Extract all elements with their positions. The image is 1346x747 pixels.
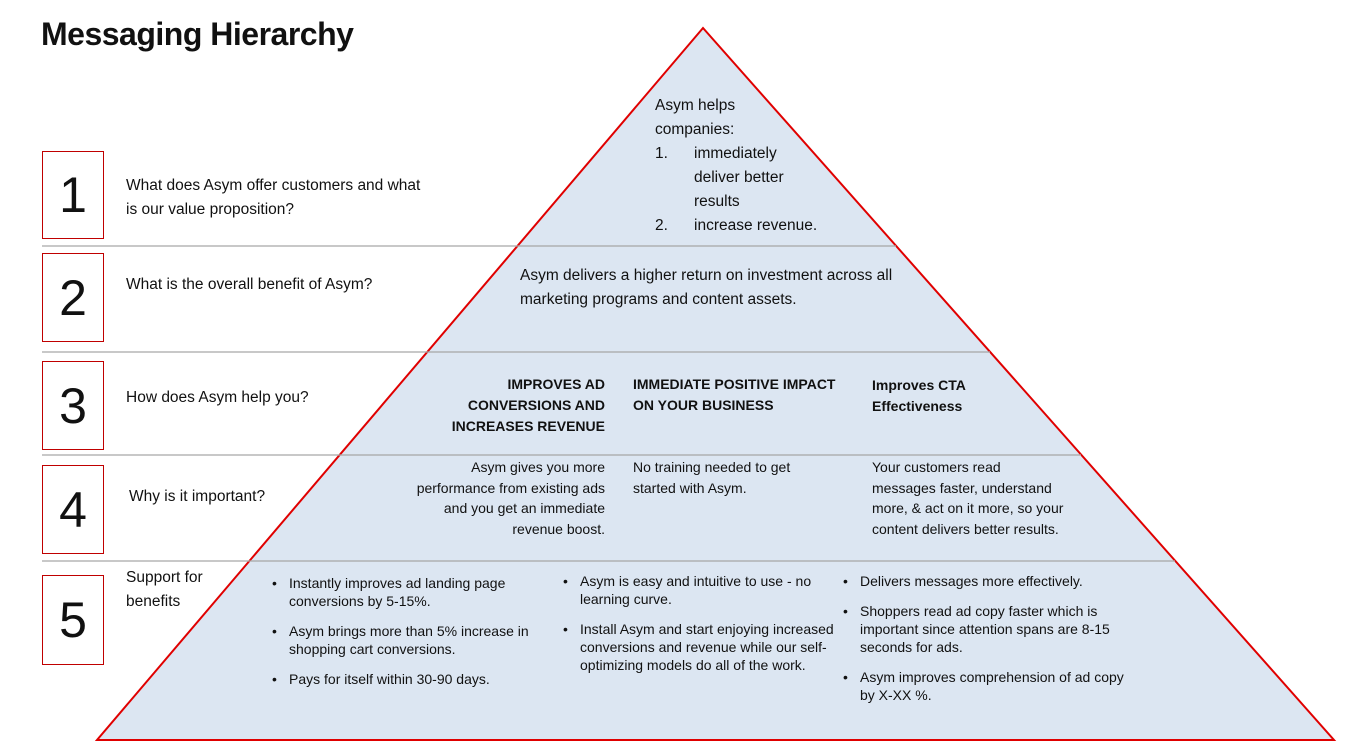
tier1-item: 1.immediately deliver better results bbox=[655, 145, 784, 210]
support-item: Shoppers read ad copy faster which is im… bbox=[843, 602, 1140, 656]
support-list-2: Asym is easy and intuitive to use - no l… bbox=[562, 572, 840, 686]
support-list-1: Instantly improves ad landing page conve… bbox=[271, 574, 561, 700]
column-heading-3: Improves CTA Effectiveness bbox=[872, 377, 966, 414]
level-question-5: Support for benefits bbox=[126, 569, 203, 610]
level-number-5: 5 bbox=[42, 575, 104, 665]
support-item: Asym brings more than 5% increase in sho… bbox=[272, 622, 561, 658]
support-item: Pays for itself within 30-90 days. bbox=[272, 670, 561, 688]
support-item: Delivers messages more effectively. bbox=[843, 572, 1140, 590]
level-question-2: What is the overall benefit of Asym? bbox=[126, 276, 373, 293]
support-item: Asym improves comprehension of ad copy b… bbox=[843, 668, 1140, 704]
column-heading-1: IMPROVES AD CONVERSIONS AND INCREASES RE… bbox=[451, 376, 605, 434]
tier2-benefit: Asym delivers a higher return on investm… bbox=[520, 267, 893, 308]
level-number-3: 3 bbox=[42, 361, 104, 450]
level-number-2: 2 bbox=[42, 253, 104, 342]
tier1-value-proposition: Asym helps companies: 1.immediately deli… bbox=[655, 94, 855, 238]
importance-text-2: No training needed to get started with A… bbox=[633, 459, 791, 496]
level-number-1: 1 bbox=[42, 151, 104, 239]
level-question-1: What does Asym offer customers and what … bbox=[126, 177, 421, 218]
tier1-intro: Asym helps companies: bbox=[655, 97, 736, 138]
level-question-3: How does Asym help you? bbox=[126, 389, 309, 406]
column-heading-2: IMMEDIATE POSITIVE IMPACT ON YOUR BUSINE… bbox=[633, 376, 836, 413]
importance-text-1: Asym gives you more performance from exi… bbox=[416, 459, 605, 537]
importance-text-3: Your customers read messages faster, und… bbox=[872, 459, 1064, 537]
tier1-item: 2.increase revenue. bbox=[655, 217, 818, 234]
level-number-4: 4 bbox=[42, 465, 104, 554]
level-question-4: Why is it important? bbox=[129, 488, 266, 505]
page-title: Messaging Hierarchy bbox=[41, 16, 354, 52]
support-list-3: Delivers messages more effectively. Shop… bbox=[842, 572, 1140, 716]
support-item: Install Asym and start enjoying increase… bbox=[563, 620, 840, 674]
pyramid-shape bbox=[94, 26, 1337, 741]
support-item: Instantly improves ad landing page conve… bbox=[272, 574, 561, 610]
support-item: Asym is easy and intuitive to use - no l… bbox=[563, 572, 840, 608]
